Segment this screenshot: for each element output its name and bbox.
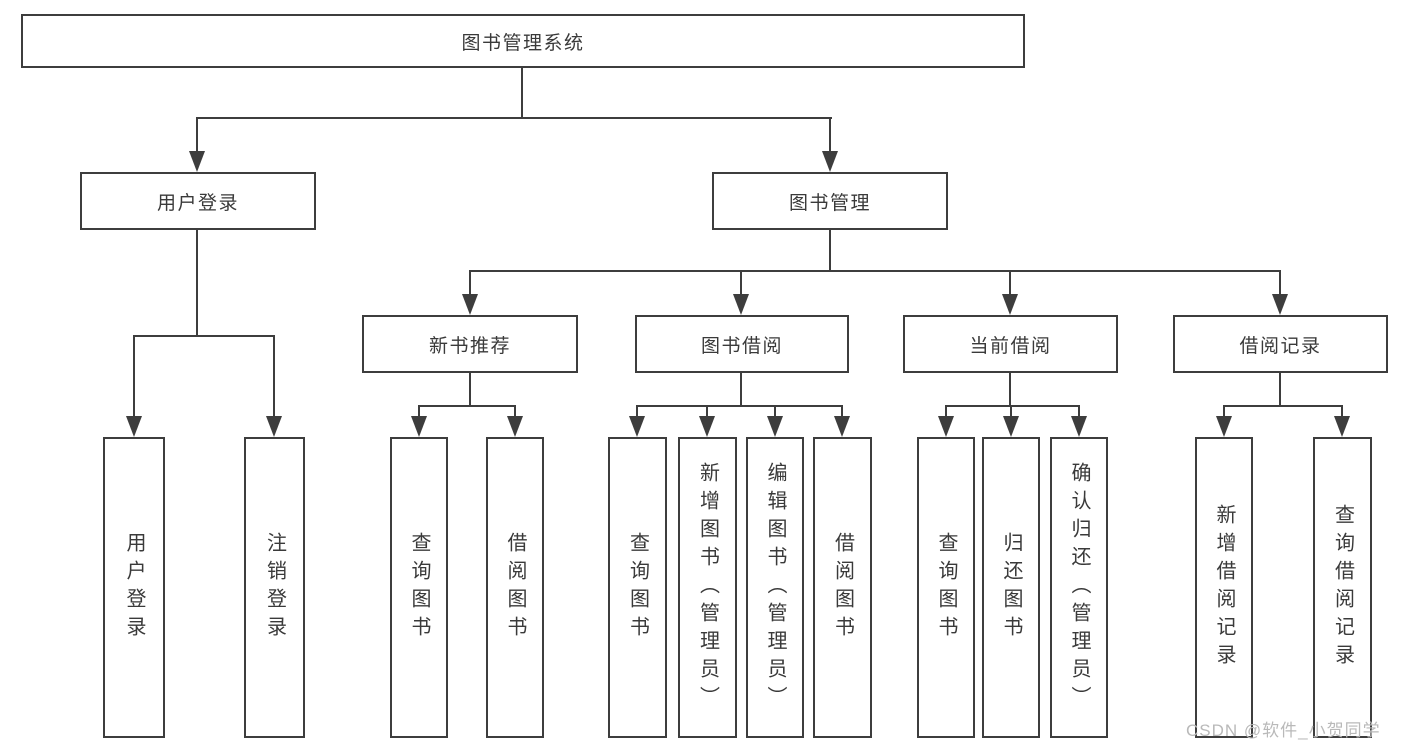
leaf-query-books-borrow: 查询图书 <box>608 437 667 738</box>
connector-drop-leaf-logout <box>273 335 275 417</box>
node-current-borrow-label: 当前借阅 <box>969 335 1052 357</box>
arrow-down-icon <box>733 294 749 315</box>
leaf-confirm-return-admin-label: 确认归还（管理员） <box>1068 461 1090 714</box>
leaf-add-book-admin: 新增图书（管理员） <box>678 437 737 738</box>
connector-drop <box>514 405 516 417</box>
leaf-query-borrow-record-label: 查询借阅记录 <box>1331 503 1354 672</box>
node-new-book-recommend: 新书推荐 <box>362 315 578 373</box>
arrow-down-icon <box>1216 416 1232 437</box>
arrow-down-icon <box>699 416 715 437</box>
node-book-borrow: 图书借阅 <box>635 315 849 373</box>
node-book-management-label: 图书管理 <box>788 192 871 214</box>
connector-user-login-bar <box>133 335 275 337</box>
connector-drop <box>1010 405 1012 417</box>
leaf-confirm-return-admin: 确认归还（管理员） <box>1050 437 1108 738</box>
leaf-edit-book-admin-label: 编辑图书（管理员） <box>764 461 786 714</box>
connector-book-management-bar <box>469 270 1281 272</box>
leaf-add-book-admin-label: 新增图书（管理员） <box>696 461 719 714</box>
leaf-query-books-current-label: 查询图书 <box>935 531 957 644</box>
leaf-edit-book-admin: 编辑图书（管理员） <box>746 437 804 738</box>
connector-drop <box>418 405 420 417</box>
leaf-user-login: 用户登录 <box>103 437 165 738</box>
arrow-down-icon <box>938 416 954 437</box>
node-current-borrow: 当前借阅 <box>903 315 1118 373</box>
connector-drop <box>706 405 708 417</box>
leaf-logout-login-label: 注销登录 <box>263 531 286 644</box>
connector-book-management-trunk <box>829 230 831 272</box>
connector-book-borrow-bar <box>636 405 843 407</box>
arrow-down-icon <box>767 416 783 437</box>
leaf-add-borrow-record-label: 新增借阅记录 <box>1213 503 1235 672</box>
arrow-down-icon <box>629 416 645 437</box>
connector-drop-borrow-records <box>1279 270 1281 295</box>
arrow-down-icon <box>1071 416 1087 437</box>
connector-root-bar <box>196 117 832 119</box>
connector-drop <box>1078 405 1080 417</box>
arrow-down-icon <box>1272 294 1288 315</box>
connector-drop-current-borrow <box>1009 270 1011 295</box>
connector-new-book-trunk <box>469 373 471 407</box>
connector-borrow-records-trunk <box>1279 373 1281 407</box>
connector-new-book-bar <box>418 405 516 407</box>
csdn-watermark: CSDN @软件_小贺同学 <box>1186 721 1381 740</box>
arrow-down-icon <box>462 294 478 315</box>
arrow-down-icon <box>822 151 838 172</box>
connector-user-login-trunk <box>196 230 198 337</box>
leaf-query-books-recommend-label: 查询图书 <box>408 531 430 644</box>
arrow-down-icon <box>1334 416 1350 437</box>
node-user-login-label: 用户登录 <box>156 192 239 214</box>
node-user-login: 用户登录 <box>80 172 316 230</box>
connector-drop <box>841 405 843 417</box>
connector-drop-book-management <box>829 117 831 153</box>
connector-drop <box>1341 405 1343 417</box>
leaf-query-books-borrow-label: 查询图书 <box>626 531 649 644</box>
connector-drop <box>1223 405 1225 417</box>
connector-drop-book-borrow <box>740 270 742 295</box>
leaf-borrow-books: 借阅图书 <box>813 437 872 738</box>
connector-book-borrow-trunk <box>740 373 742 407</box>
connector-drop-new-book <box>469 270 471 295</box>
leaf-logout-login: 注销登录 <box>244 437 305 738</box>
connector-borrow-records-bar <box>1223 405 1343 407</box>
leaf-add-borrow-record: 新增借阅记录 <box>1195 437 1253 738</box>
connector-root-trunk <box>521 68 523 118</box>
connector-drop <box>774 405 776 417</box>
connector-drop-leaf-user-login <box>133 335 135 417</box>
arrow-down-icon <box>507 416 523 437</box>
node-borrow-records-label: 借阅记录 <box>1239 335 1322 357</box>
arrow-down-icon <box>189 151 205 172</box>
leaf-return-book: 归还图书 <box>982 437 1040 738</box>
connector-drop <box>636 405 638 417</box>
arrow-down-icon <box>834 416 850 437</box>
leaf-user-login-label: 用户登录 <box>123 531 145 644</box>
leaf-query-borrow-record: 查询借阅记录 <box>1313 437 1372 738</box>
arrow-down-icon <box>1002 294 1018 315</box>
arrow-down-icon <box>126 416 142 437</box>
leaf-borrow-books-label: 借阅图书 <box>831 531 854 644</box>
node-new-book-recommend-label: 新书推荐 <box>428 335 511 357</box>
arrow-down-icon <box>411 416 427 437</box>
node-root: 图书管理系统 <box>21 14 1025 68</box>
node-borrow-records: 借阅记录 <box>1173 315 1388 373</box>
node-book-management: 图书管理 <box>712 172 948 230</box>
connector-drop-user-login <box>196 117 198 153</box>
connector-current-borrow-trunk <box>1009 373 1011 407</box>
leaf-query-books-recommend: 查询图书 <box>390 437 448 738</box>
node-root-label: 图书管理系统 <box>461 32 585 54</box>
leaf-borrow-books-recommend-label: 借阅图书 <box>504 531 526 644</box>
leaf-query-books-current: 查询图书 <box>917 437 975 738</box>
arrow-down-icon <box>266 416 282 437</box>
connector-current-borrow-bar <box>945 405 1080 407</box>
connector-drop <box>945 405 947 417</box>
node-book-borrow-label: 图书借阅 <box>700 335 783 357</box>
leaf-borrow-books-recommend: 借阅图书 <box>486 437 544 738</box>
arrow-down-icon <box>1003 416 1019 437</box>
leaf-return-book-label: 归还图书 <box>1000 531 1022 644</box>
